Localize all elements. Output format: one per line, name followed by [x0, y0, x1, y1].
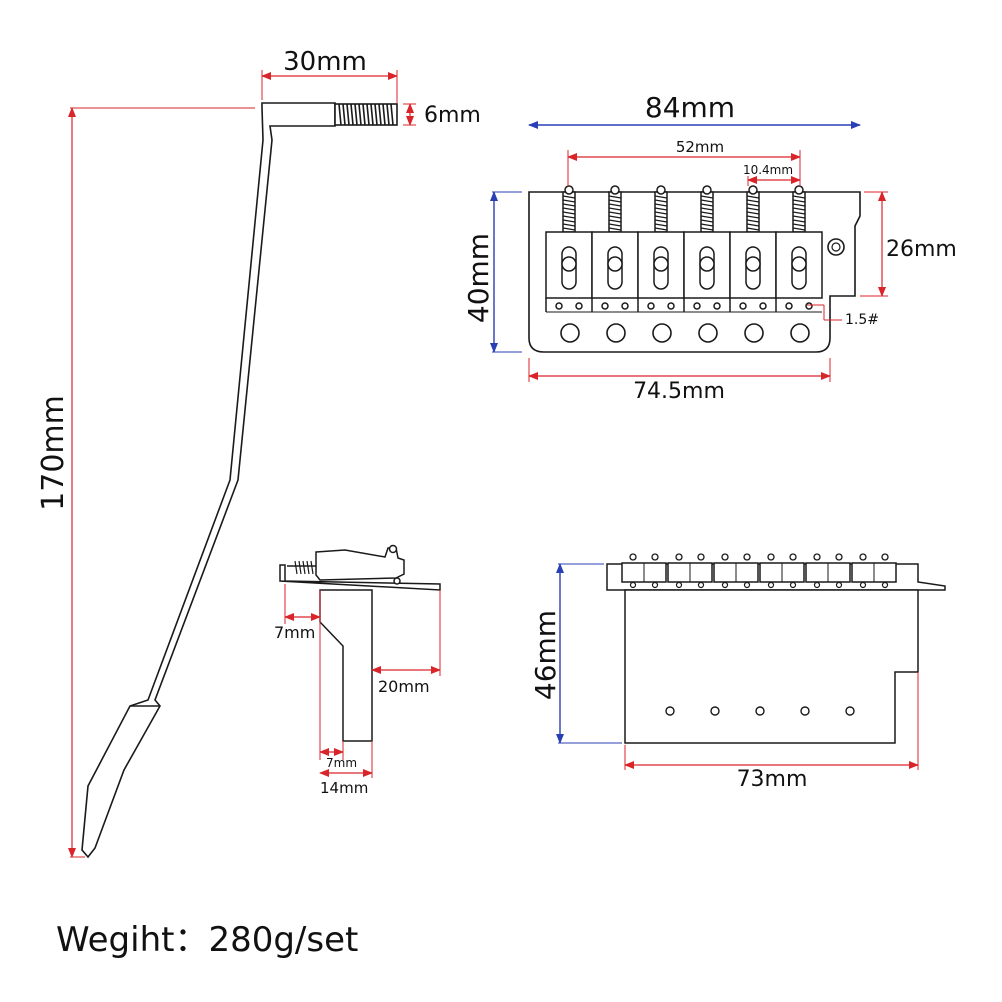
front-saddle: [621, 553, 667, 589]
front-saddle: [713, 553, 759, 589]
dim-block-width: 73mm: [737, 767, 808, 792]
weight-label: Wegiht：280g/set: [56, 920, 359, 960]
string-holes: [560, 323, 810, 343]
dim-saddle-spacing: 10.4mm: [743, 163, 793, 177]
saddle: [775, 185, 823, 313]
saddle: [729, 185, 777, 313]
dim-bridge-total-width: 84mm: [645, 91, 735, 124]
saddle: [683, 185, 731, 313]
saddle-row: [545, 185, 823, 313]
dim-block-thickness-inner: 7mm: [326, 756, 357, 770]
string-hole: [606, 323, 626, 343]
front-view-dimensions: 46mm 73mm: [529, 563, 919, 792]
string-hole: [744, 323, 764, 343]
block-hole: [755, 706, 765, 716]
saddle: [591, 185, 639, 313]
block-hole: [800, 706, 810, 716]
block-hole: [845, 706, 855, 716]
string-hole: [652, 323, 672, 343]
block-hole: [665, 706, 675, 716]
front-saddle: [667, 553, 713, 589]
bridge-front-view: [606, 553, 946, 744]
arm-thread: [338, 103, 394, 126]
front-block-holes: [665, 706, 855, 716]
dim-block-thickness: 14mm: [320, 779, 368, 797]
bridge-pivot-hole: [827, 238, 845, 256]
block-hole: [710, 706, 720, 716]
side-view-dimensions: 7mm 20mm 7mm 14mm: [274, 584, 441, 797]
dim-side-height: 26mm: [886, 237, 957, 262]
front-saddle: [805, 553, 851, 589]
dim-side-notch-top: 7mm: [274, 623, 315, 642]
dim-screw-size: 1.5#: [845, 312, 879, 328]
string-hole: [560, 323, 580, 343]
front-saddles: [621, 553, 897, 589]
dim-base-width: 74.5mm: [633, 379, 725, 404]
dim-arm-height: 170mm: [36, 395, 71, 511]
dim-arm-thread-length: 30mm: [283, 47, 367, 77]
saddle: [637, 185, 685, 313]
dim-block-total-height: 46mm: [529, 610, 562, 700]
string-hole: [698, 323, 718, 343]
dim-block-height: 20mm: [378, 677, 430, 696]
tremolo-arm: [81, 102, 398, 859]
dim-bridge-depth: 40mm: [462, 233, 495, 323]
bridge-top-dimensions: 84mm 52mm 10.4mm 40mm 26mm 1.5# 74.5mm: [462, 91, 957, 404]
dim-saddle-span: 52mm: [676, 138, 724, 156]
string-hole: [790, 323, 810, 343]
bridge-side-view: [279, 544, 441, 742]
arm-dimensions: 30mm 6mm 170mm: [36, 47, 481, 858]
saddle: [545, 185, 593, 313]
bridge-top-view: [528, 185, 861, 353]
front-saddle: [851, 553, 897, 589]
dim-arm-thread-diameter: 6mm: [424, 103, 481, 128]
front-saddle: [759, 553, 805, 589]
